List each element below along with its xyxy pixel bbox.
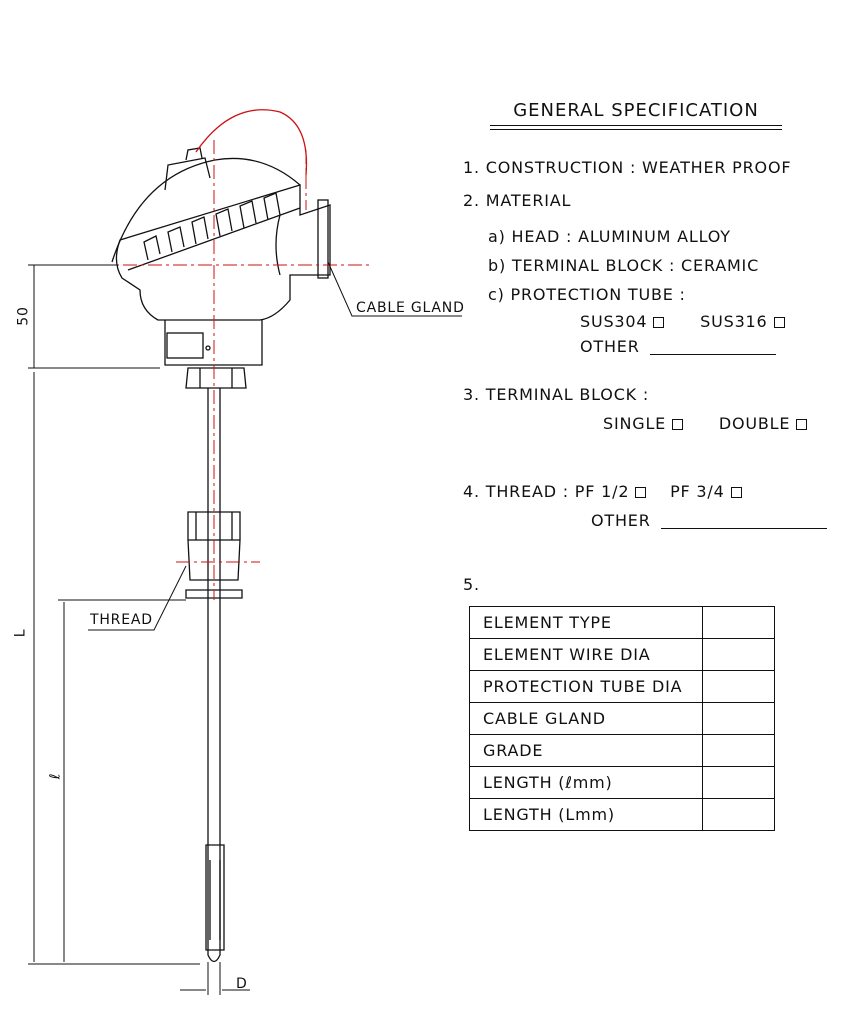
- table-row-label: LENGTH (Lmm): [469, 798, 703, 831]
- table-row: CABLE GLAND: [469, 702, 775, 735]
- table-row: ELEMENT TYPE: [469, 606, 775, 639]
- dimension-50-label: 50: [15, 306, 32, 326]
- option-single-label: SINGLE: [603, 414, 667, 433]
- table-row-value[interactable]: [702, 606, 775, 639]
- ground-wire: [195, 109, 308, 176]
- hex-nut: [185, 367, 247, 389]
- item-5: 5.: [463, 575, 480, 594]
- spec-table: ELEMENT TYPE ELEMENT WIRE DIA PROTECTION…: [469, 606, 775, 831]
- item-material: 2. MATERIAL: [463, 191, 572, 210]
- table-row-value[interactable]: [702, 702, 775, 735]
- thread-label: THREAD: [90, 612, 153, 628]
- table-row-label: LENGTH (ℓmm): [469, 766, 703, 799]
- terminal-head-body: [115, 184, 331, 321]
- option-sus304-label: SUS304: [580, 312, 648, 331]
- sus316-checkbox[interactable]: [773, 317, 785, 328]
- table-row: PROTECTION TUBE DIA: [469, 670, 775, 703]
- spec-title: GENERAL SPECIFICATION: [513, 100, 759, 121]
- option-double-label: DOUBLE: [718, 414, 791, 433]
- single-checkbox[interactable]: [672, 419, 684, 430]
- table-row-label: CABLE GLAND: [469, 702, 703, 735]
- option-thread-other-label: OTHER: [591, 511, 651, 530]
- table-row-label: GRADE: [469, 734, 703, 767]
- table-row-value[interactable]: [702, 798, 775, 831]
- thread-other-blank[interactable]: [660, 514, 827, 529]
- table-row-label: PROTECTION TUBE DIA: [469, 670, 703, 703]
- item-thread: 4. THREAD : PF 1/2 PF 3/4: [463, 482, 742, 501]
- dimension-l-label: ℓ: [47, 772, 64, 780]
- dimension-lines: [28, 261, 462, 995]
- option-tube-other-label: OTHER: [580, 337, 640, 356]
- sus304-checkbox[interactable]: [653, 317, 665, 328]
- table-row: LENGTH (ℓmm): [469, 766, 775, 799]
- item-material-terminal-block: b) TERMINAL BLOCK : CERAMIC: [488, 256, 760, 275]
- option-row-thread-other: OTHER: [591, 511, 827, 530]
- item-material-protection-tube: c) PROTECTION TUBE :: [488, 285, 686, 304]
- cover-ribs: [127, 192, 301, 271]
- compression-fitting: [185, 511, 243, 599]
- item-terminal-block: 3. TERMINAL BLOCK :: [463, 385, 650, 404]
- double-checkbox[interactable]: [796, 419, 808, 430]
- table-row: GRADE: [469, 734, 775, 767]
- title-underline: [490, 125, 782, 126]
- table-row-value[interactable]: [702, 670, 775, 703]
- option-pf34-label: PF 3/4: [670, 482, 725, 501]
- cover-screw: [164, 147, 211, 191]
- table-row-value[interactable]: [702, 638, 775, 671]
- item-thread-label: 4. THREAD : PF 1/2: [463, 482, 630, 501]
- table-row-value[interactable]: [702, 734, 775, 767]
- nameplate: [166, 332, 204, 359]
- option-row-tube-other: OTHER: [580, 337, 776, 356]
- table-row: LENGTH (Lmm): [469, 798, 775, 831]
- pf12-checkbox[interactable]: [635, 487, 647, 498]
- table-row: ELEMENT WIRE DIA: [469, 638, 775, 671]
- table-row-label: ELEMENT TYPE: [469, 606, 703, 639]
- pf34-checkbox[interactable]: [730, 487, 742, 498]
- option-row-terminal-block: SINGLE DOUBLE: [603, 414, 808, 433]
- protection-tube: [207, 388, 221, 963]
- cable-gland-body: [317, 199, 329, 279]
- title-underline-2: [490, 129, 782, 130]
- item-construction: 1. CONSTRUCTION : WEATHER PROOF: [463, 158, 792, 177]
- terminal-head-cover: [111, 157, 301, 263]
- option-sus316-label: SUS316: [700, 312, 768, 331]
- item-material-head: a) HEAD : ALUMINUM ALLOY: [488, 227, 731, 246]
- table-row-value[interactable]: [702, 766, 775, 799]
- sensing-element: [205, 844, 225, 951]
- cable-gland-label: CABLE GLAND: [356, 300, 465, 316]
- dimension-D-label: D: [236, 976, 248, 992]
- table-row-label: ELEMENT WIRE DIA: [469, 638, 703, 671]
- tube-other-blank[interactable]: [649, 340, 776, 355]
- option-row-tube-material: SUS304 SUS316: [580, 312, 785, 331]
- centerlines: [98, 140, 372, 600]
- dimension-L-label: L: [12, 628, 29, 638]
